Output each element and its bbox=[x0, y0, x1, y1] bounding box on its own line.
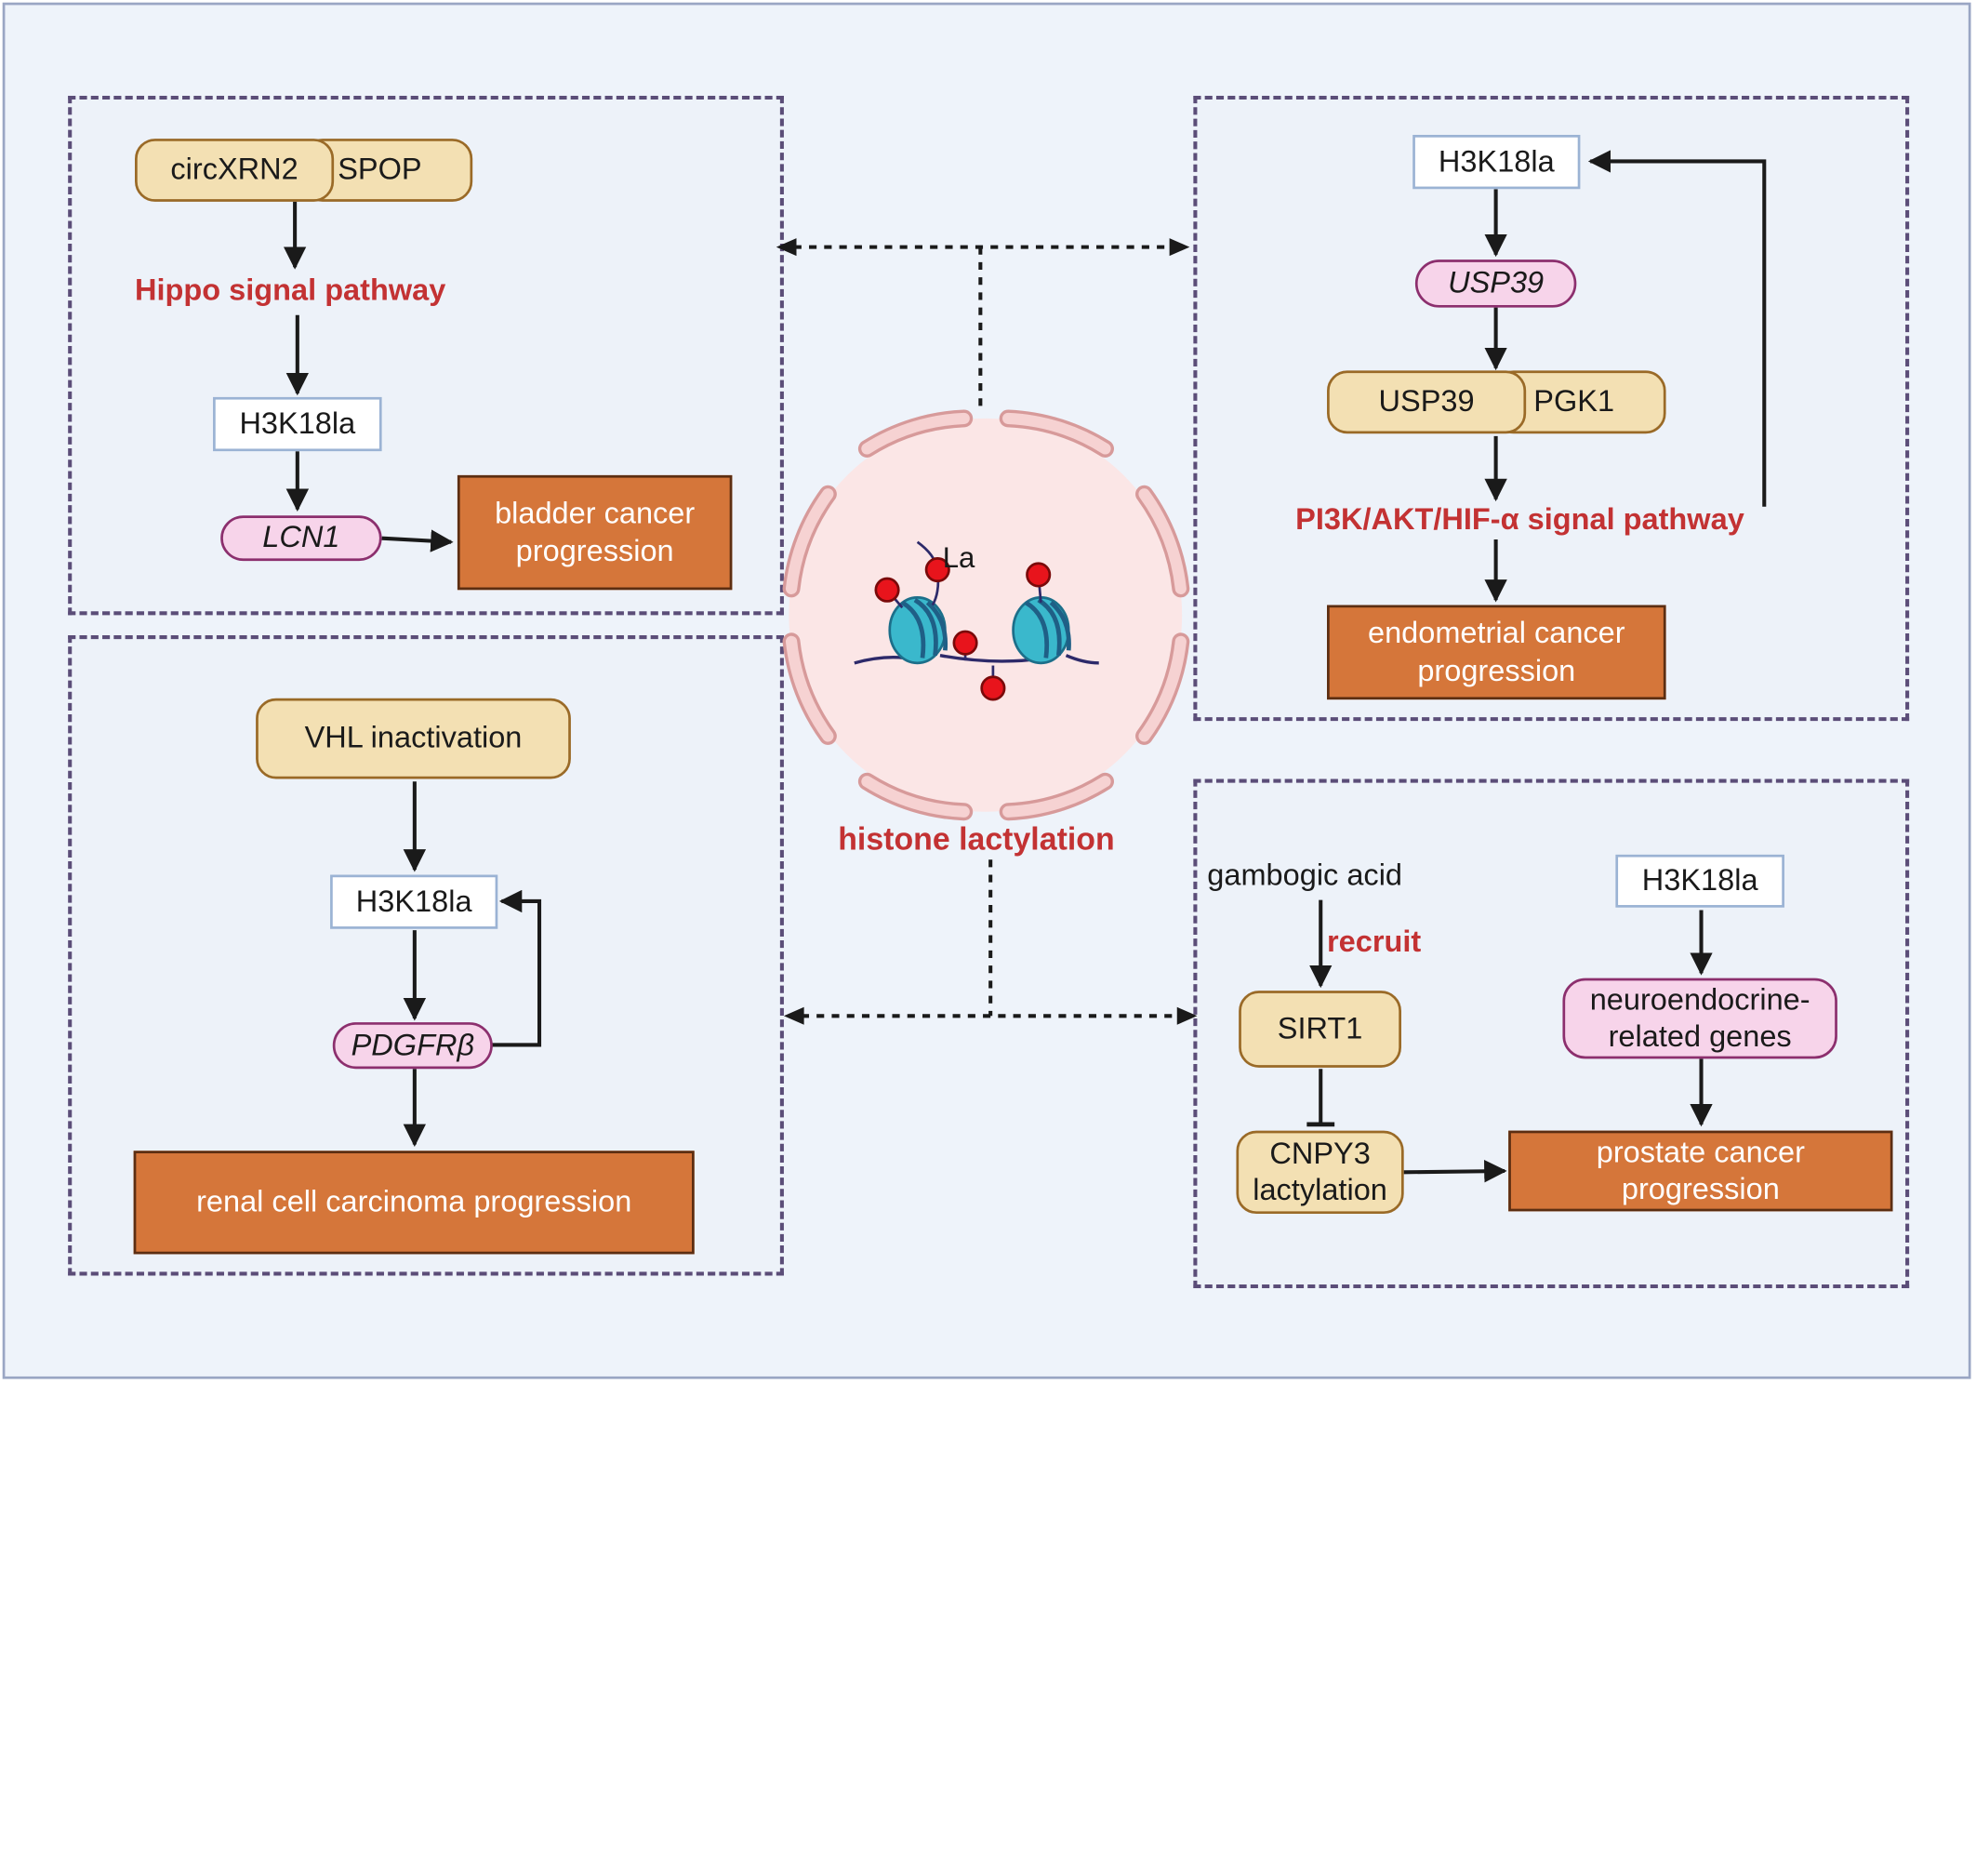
nucleosome-1 bbox=[888, 596, 948, 665]
renal-feedback-loop bbox=[491, 889, 542, 1047]
recruit-label: recruit bbox=[1327, 925, 1422, 960]
nucleus-fill bbox=[789, 418, 1183, 812]
neuroendocrine-genes-label: neuroendocrine-related genes bbox=[1589, 982, 1810, 1054]
usp39-gene-label: USP39 bbox=[1448, 266, 1545, 301]
prostate-outcome-label: prostate cancer progression bbox=[1596, 1135, 1805, 1206]
endo-h3k18la-label: H3K18la bbox=[1438, 144, 1555, 180]
histone-lactylation-title: histone lactylation bbox=[838, 821, 1115, 858]
bladder-outcome-label: bladder cancer progression bbox=[495, 497, 696, 568]
bladder-h3k18la-label: H3K18la bbox=[239, 406, 356, 442]
usp39-protein-label: USP39 bbox=[1378, 384, 1475, 419]
lactyl-marks bbox=[874, 556, 1052, 701]
renal-outcome-label: renal cell carcinoma progression bbox=[196, 1185, 632, 1219]
solid-arrows bbox=[283, 189, 1713, 1183]
lcn1-label: LCN1 bbox=[262, 521, 340, 555]
prostate-h3k18la-box: H3K18la bbox=[1615, 854, 1784, 908]
nucleosome-2 bbox=[1012, 596, 1071, 665]
prostate-h3k18la-label: H3K18la bbox=[1641, 863, 1758, 898]
lcn1-box: LCN1 bbox=[220, 515, 382, 562]
connector-layer bbox=[283, 150, 1767, 1183]
pi3k-pathway-label: PI3K/AKT/HIF-α signal pathway bbox=[1295, 502, 1744, 538]
pdgfrb-label: PDGFRβ bbox=[351, 1028, 475, 1063]
cnpy3-box: CNPY3 lactylation bbox=[1236, 1130, 1404, 1215]
dashed-links bbox=[793, 245, 1180, 1018]
nuclear-envelope bbox=[782, 409, 1190, 821]
endometrial-outcome-box: endometrial cancer progression bbox=[1327, 605, 1666, 700]
cnpy3-label: CNPY3 lactylation bbox=[1253, 1137, 1387, 1208]
endometrial-feedback-loop bbox=[1587, 150, 1767, 507]
bladder-h3k18la-box: H3K18la bbox=[213, 396, 382, 452]
sirt1-label: SIRT1 bbox=[1277, 1012, 1363, 1046]
pdgfrb-box: PDGFRβ bbox=[332, 1022, 493, 1070]
spop-label: SPOP bbox=[338, 153, 422, 188]
vhl-box: VHL inactivation bbox=[256, 698, 571, 779]
circxrn2-box: circXRN2 bbox=[135, 139, 335, 202]
circxrn2-label: circXRN2 bbox=[170, 153, 298, 188]
renal-h3k18la-label: H3K18la bbox=[355, 885, 472, 919]
central-illustration bbox=[782, 409, 1190, 821]
neuroendocrine-genes-box: neuroendocrine-related genes bbox=[1562, 978, 1837, 1059]
prostate-outcome-box: prostate cancer progression bbox=[1508, 1130, 1893, 1212]
dashed-arrowheads bbox=[776, 238, 1198, 1025]
la-label: La bbox=[942, 540, 975, 574]
vhl-label: VHL inactivation bbox=[304, 721, 523, 756]
sirt1-box: SIRT1 bbox=[1239, 991, 1401, 1068]
gambogic-acid-label: gambogic acid bbox=[1207, 858, 1403, 893]
usp39-gene-box: USP39 bbox=[1414, 259, 1577, 308]
endometrial-outcome-label: endometrial cancer progression bbox=[1367, 617, 1625, 688]
hippo-pathway-label: Hippo signal pathway bbox=[135, 273, 446, 308]
renal-outcome-box: renal cell carcinoma progression bbox=[133, 1151, 695, 1255]
bladder-outcome-box: bladder cancer progression bbox=[457, 474, 733, 591]
usp39-protein-box: USP39 bbox=[1327, 370, 1527, 434]
renal-h3k18la-box: H3K18la bbox=[330, 874, 498, 929]
pgk1-label: PGK1 bbox=[1533, 384, 1615, 419]
endo-h3k18la-box: H3K18la bbox=[1412, 135, 1581, 190]
